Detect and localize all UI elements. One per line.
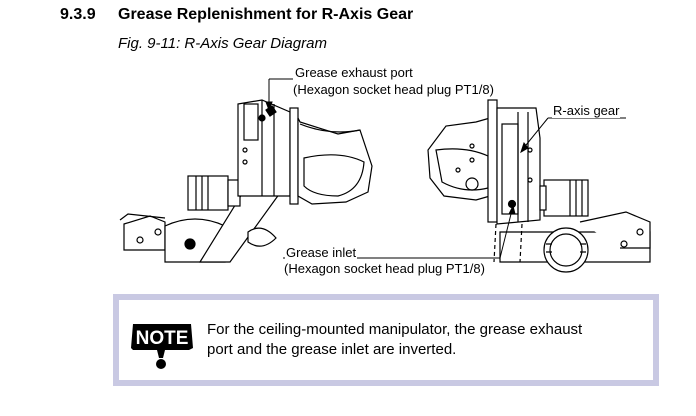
figure-caption: Fig. 9-11: R-Axis Gear Diagram xyxy=(118,35,327,52)
note-line-2: port and the grease inlet are inverted. xyxy=(207,341,457,358)
note-box: NOTE For the ceiling-mounted manipulator… xyxy=(113,294,659,386)
right-manipulator-drawing xyxy=(427,99,651,273)
grease-exhaust-plug-label: (Hexagon socket head plug PT1/8) xyxy=(292,82,495,97)
left-manipulator-drawing xyxy=(119,99,373,263)
grease-inlet-plug-label: (Hexagon socket head plug PT1/8) xyxy=(283,261,486,276)
section-heading: 9.3.9 Grease Replenishment for R-Axis Gea… xyxy=(60,6,413,24)
note-line-1: For the ceiling-mounted manipulator, the… xyxy=(207,321,583,338)
note-text: For the ceiling-mounted manipulator, the… xyxy=(207,320,647,360)
grease-exhaust-label: Grease exhaust port xyxy=(294,65,414,80)
section-number: 9.3.9 xyxy=(60,6,96,23)
r-axis-gear-diagram xyxy=(119,78,651,273)
note-icon: NOTE xyxy=(131,324,193,369)
grease-inlet-label: Grease inlet xyxy=(285,245,358,260)
section-title: Grease Replenishment for R-Axis Gear xyxy=(118,6,414,23)
r-axis-gear-label: R-axis gear xyxy=(552,103,621,118)
note-icon-text: NOTE xyxy=(136,328,189,349)
